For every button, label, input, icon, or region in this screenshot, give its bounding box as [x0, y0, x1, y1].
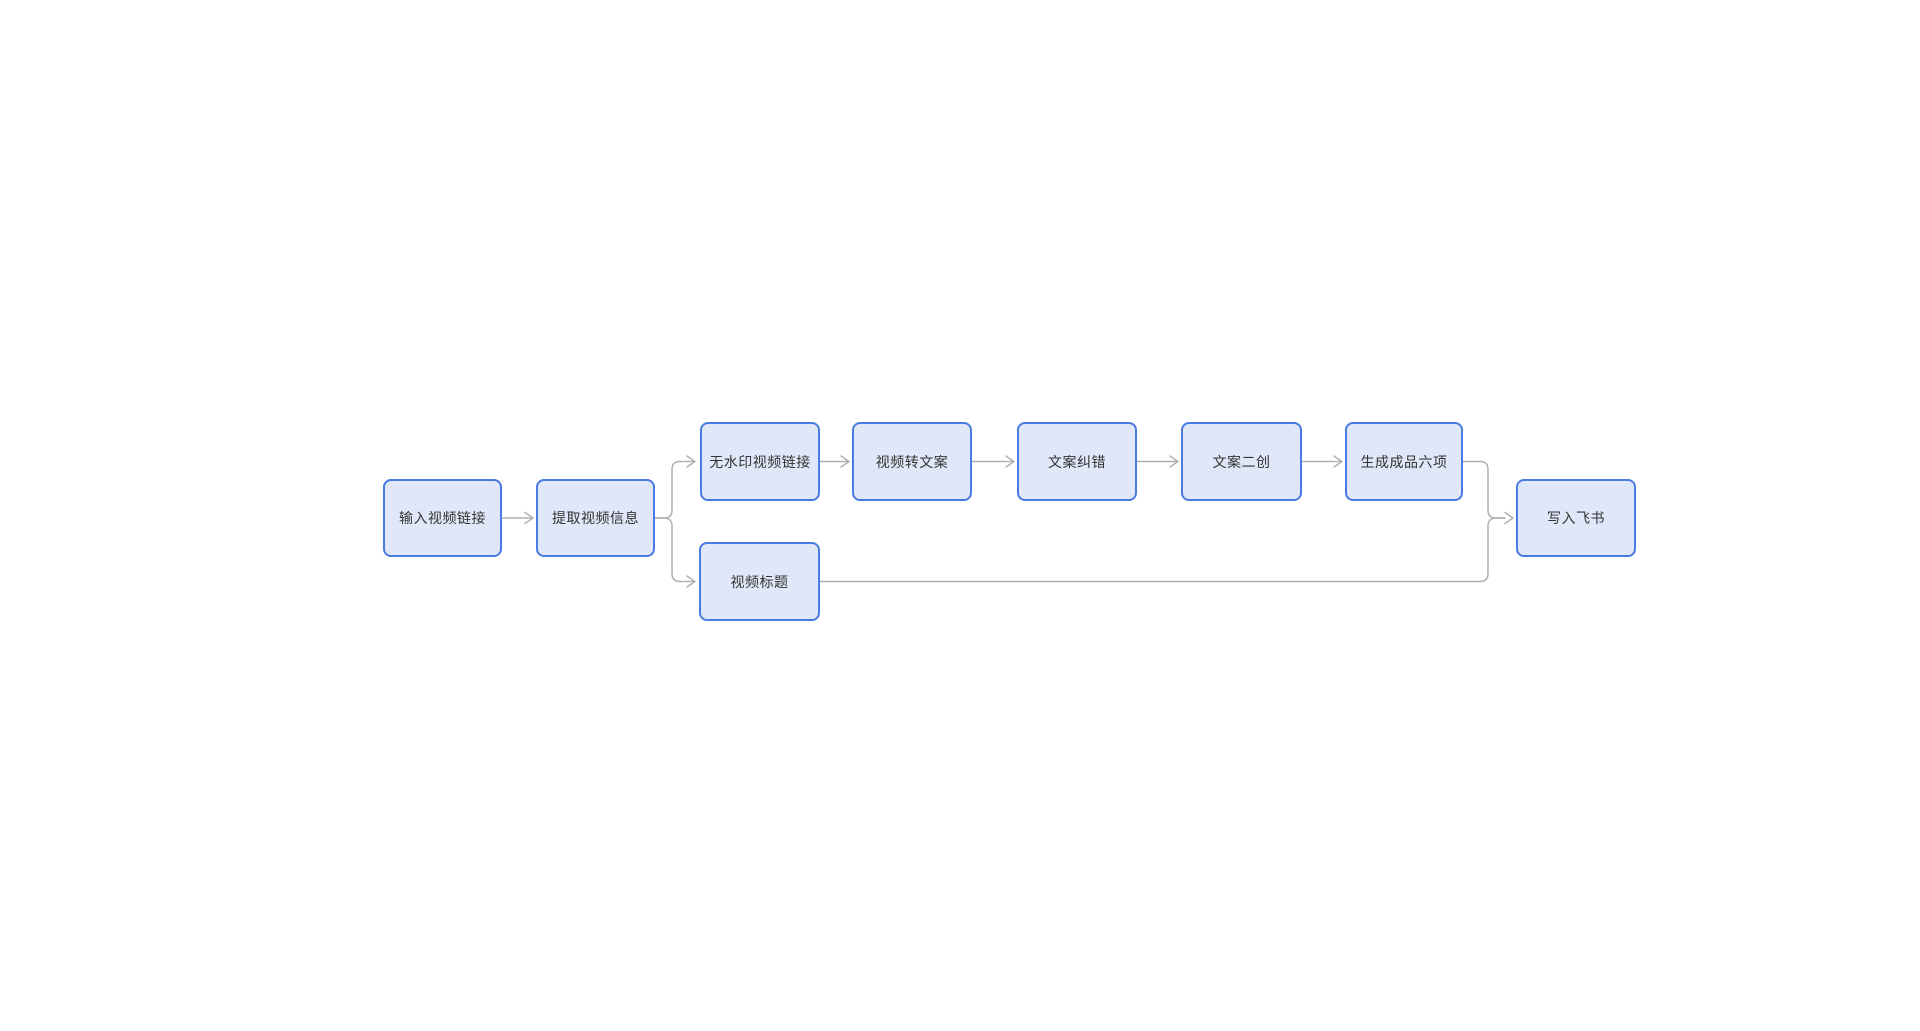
node-write-to-feishu[interactable]: 写入飞书	[1516, 479, 1636, 557]
node-label: 视频转文案	[875, 453, 949, 470]
node-video-to-copy[interactable]: 视频转文案	[852, 422, 972, 501]
edge-title-to-feishu	[819, 517, 1506, 583]
node-extract-video-info[interactable]: 提取视频信息	[536, 479, 655, 557]
node-label: 写入飞书	[1547, 510, 1605, 526]
node-label: 文案纠错	[1048, 453, 1106, 470]
node-input-video-link[interactable]: 输入视频链接	[383, 479, 502, 557]
node-label: 视频标题	[730, 573, 789, 590]
node-label: 输入视频链接	[399, 510, 486, 526]
arrowhead-nowatermark-to-videocopy	[840, 455, 850, 468]
arrowhead-extract-to-nowatermark	[686, 455, 696, 468]
node-video-title[interactable]: 视频标题	[699, 542, 820, 621]
arrowhead-recreate-to-generate	[1333, 455, 1343, 468]
arrowhead-extract-to-title	[686, 575, 696, 588]
arrowhead-proofread-to-recreate	[1169, 455, 1179, 468]
arrowhead-input-to-extract	[524, 511, 534, 525]
arrowhead-merge-to-feishu	[1504, 511, 1514, 525]
arrowhead-videocopy-to-proofread	[1005, 455, 1015, 468]
node-generate-six-outputs[interactable]: 生成成品六项	[1345, 422, 1463, 501]
edge-extract-to-title	[654, 517, 694, 583]
node-label: 无水印视频链接	[709, 453, 811, 470]
node-label: 生成成品六项	[1360, 453, 1448, 470]
node-copy-proofread[interactable]: 文案纠错	[1017, 422, 1137, 501]
node-label: 提取视频信息	[552, 510, 639, 526]
node-label: 文案二创	[1212, 453, 1271, 470]
edge-generate-to-feishu	[1462, 460, 1506, 519]
node-copy-recreate[interactable]: 文案二创	[1181, 422, 1302, 501]
edge-extract-to-nowatermark	[654, 460, 694, 519]
node-no-watermark-link[interactable]: 无水印视频链接	[700, 422, 820, 501]
